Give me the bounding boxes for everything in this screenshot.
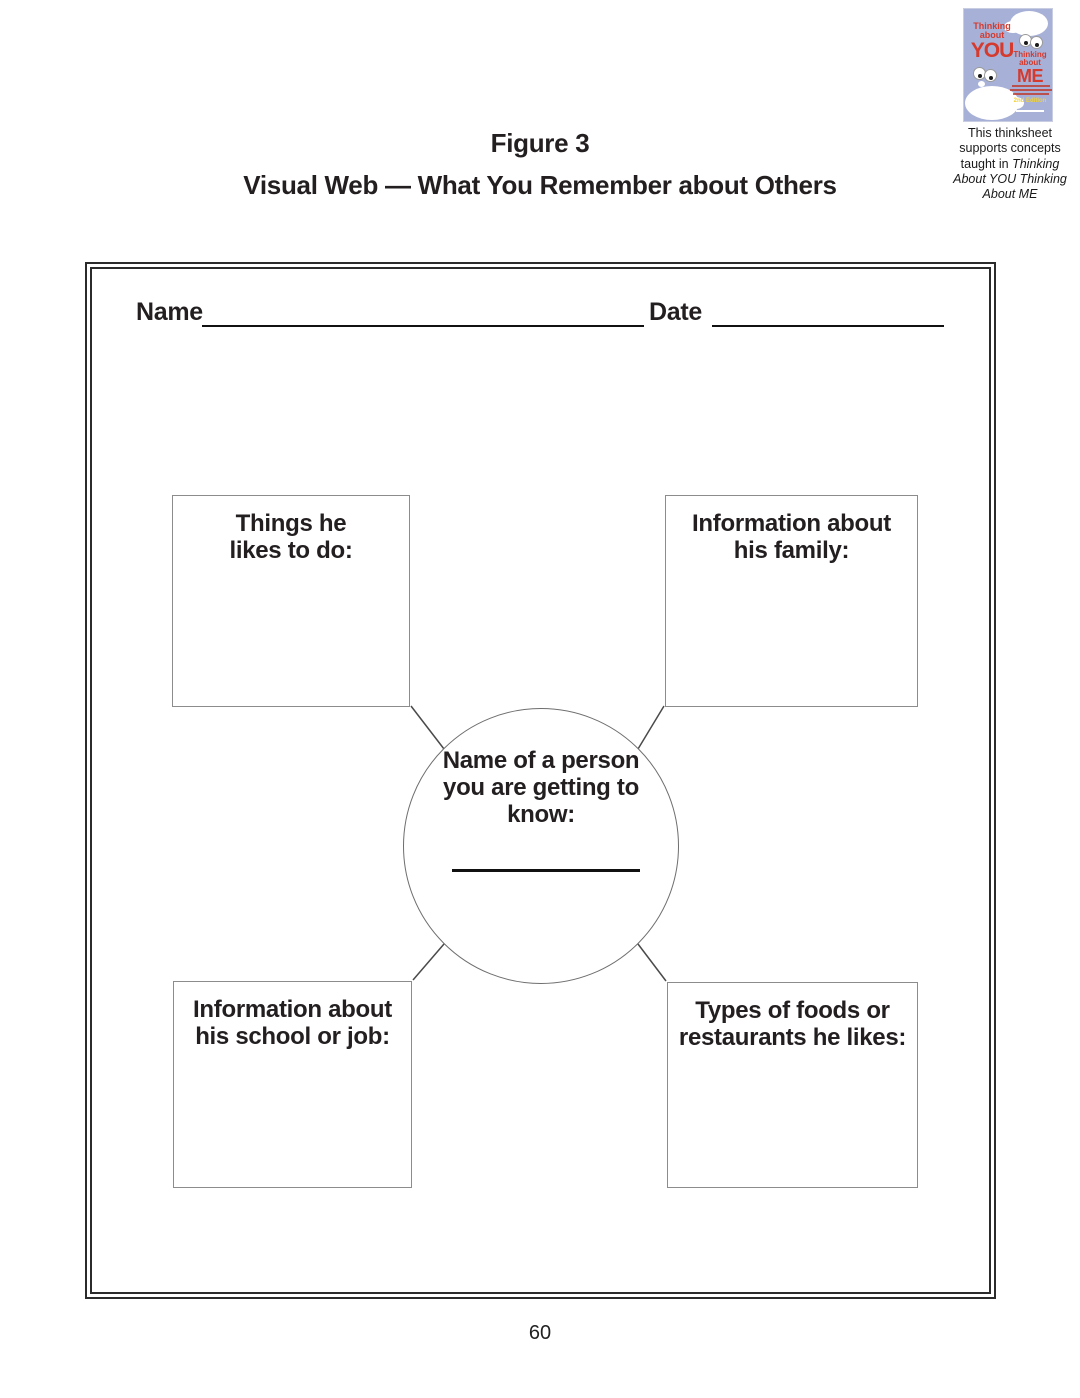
web-box-school-or-job-info: Information about his school or job:: [173, 981, 412, 1188]
worksheet-frame-inner-border: [90, 267, 991, 1294]
book-cover-thumbnail: Thinking about YOU Thinking about ME 2nd…: [963, 8, 1053, 122]
cover-title-you: Thinking about YOU: [970, 21, 1015, 62]
figure-label: Figure 3: [490, 128, 590, 158]
web-box-label: Information about his school or job:: [193, 996, 392, 1051]
cover-edition-label: 2nd Edition: [1013, 98, 1047, 104]
cover-fine-print: [1013, 93, 1049, 95]
thought-cloud-icon: [1004, 21, 1022, 33]
web-box-label: Types of foods or restaurants he likes:: [678, 997, 907, 1052]
date-label: Date: [649, 298, 702, 326]
worksheet-frame: [85, 262, 996, 1299]
web-box-label: Information about his family:: [692, 510, 891, 565]
page-title: Visual Web — What You Remember about Oth…: [243, 170, 837, 200]
web-box-family-info: Information about his family:: [665, 495, 918, 707]
badge-caption: This thinksheet supports concepts taught…: [951, 126, 1069, 202]
page-number: 60: [528, 1322, 552, 1344]
cover-author-line: [1016, 110, 1044, 112]
name-blank-line: [202, 301, 644, 327]
googly-eye-icon: [984, 69, 997, 82]
date-blank-line: [712, 301, 944, 327]
web-center-circle: Name of a person you are getting to know…: [403, 708, 679, 984]
web-box-foods-restaurants: Types of foods or restaurants he likes:: [667, 982, 918, 1188]
caption-book-title: Thinking About YOU Thinking About ME: [953, 156, 1067, 202]
person-name-blank-line: [452, 846, 640, 872]
cover-fine-print: [1010, 89, 1052, 91]
thought-cloud-icon: [1008, 97, 1024, 109]
googly-eye-icon: [1030, 36, 1043, 49]
web-box-things-he-likes: Things he likes to do:: [172, 495, 410, 707]
cover-fine-print: [1012, 85, 1050, 87]
cover-title-me: Thinking about ME: [1013, 50, 1047, 86]
caption-text: This thinksheet supports concepts taught…: [959, 126, 1061, 171]
thought-bubble-icon: [978, 81, 985, 87]
web-box-label: Things he likes to do:: [229, 510, 353, 565]
center-circle-label: Name of a person you are getting to know…: [442, 747, 640, 829]
name-label: Name: [136, 298, 203, 326]
